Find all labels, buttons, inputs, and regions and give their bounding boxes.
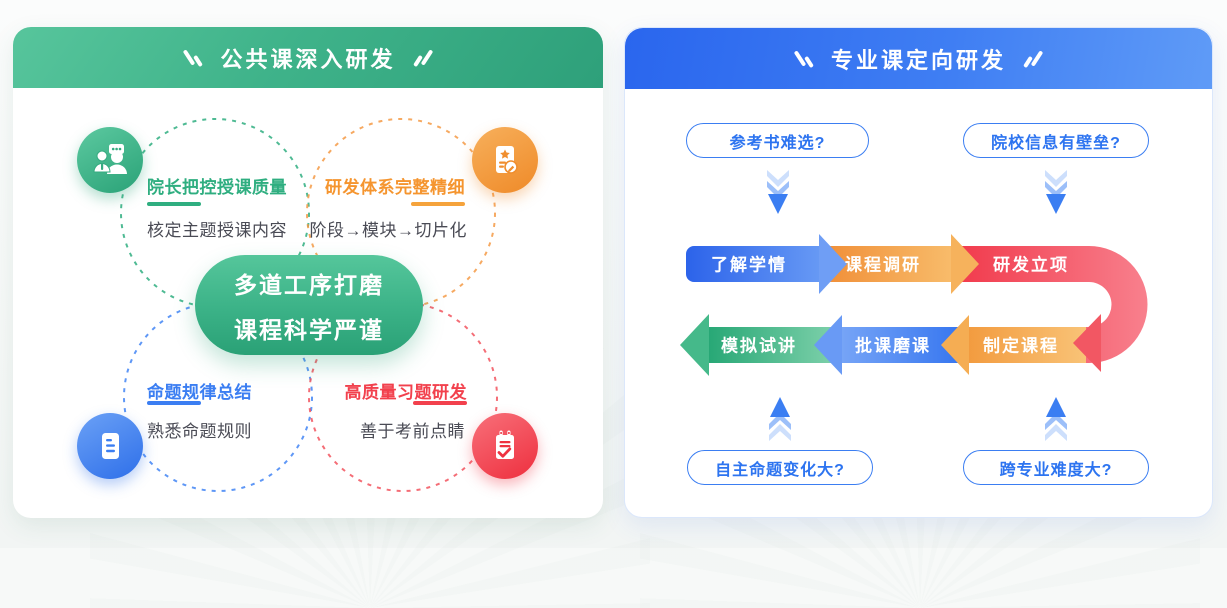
dashed-circle-green [120, 118, 310, 308]
feature-exercise-underline [413, 401, 467, 405]
arrow-down-icon [767, 170, 789, 214]
feature-system-title: 研发体系完整精细 [325, 178, 465, 197]
question-bubble-reference-books: 参考书难选? [686, 123, 869, 158]
flow-arrowhead-orange-right [951, 234, 979, 294]
feature-rules-underline [147, 401, 201, 405]
feature-system-desc: 阶段→模块→切片化 [309, 221, 467, 240]
doc-lines-icon [77, 413, 143, 479]
question-bubble-self-proposition: 自主命题变化大? [687, 450, 873, 485]
feature-rules-title: 命题规律总结 [147, 383, 252, 402]
feature-dean-title: 院长把控授课质量 [147, 178, 287, 197]
feature-dean-desc: 核定主题授课内容 [147, 221, 287, 240]
professional-course-title: 专业课定向研发 [830, 47, 1006, 73]
center-badge: 多道工序打磨 课程科学严谨 [195, 255, 423, 355]
flow-arrowhead-orange-left [941, 315, 969, 375]
feature-exercise-desc: 善于考前点睛 [360, 422, 465, 441]
feature-exercise-title: 高质量习题研发 [344, 383, 467, 402]
question-bubble-school-info: 院校信息有壁垒? [963, 123, 1149, 158]
public-course-title: 公共课深入研发 [220, 46, 396, 72]
flow-band-mock-teaching [709, 327, 834, 363]
flow-step-design-course: 制定课程 [983, 336, 1059, 356]
professional-course-card: 专业课定向研发 参考书难选? 院校信息有壁垒? 自主命题变化大? 跨专业难度大? [624, 27, 1213, 518]
flow-arrowhead-red-left [1073, 314, 1101, 372]
center-badge-line1: 多道工序打磨 [234, 271, 384, 298]
left-quote-marks-icon [793, 49, 814, 68]
arrow-up-icon [769, 397, 791, 441]
flow-step-course-research: 课程调研 [845, 256, 921, 275]
flow-arrowhead-blue-left [814, 315, 842, 375]
public-course-header: 公共课深入研发 [13, 27, 603, 88]
flow-step-project-approval: 研发立项 [993, 255, 1069, 275]
question-bubble-cross-major: 跨专业难度大? [963, 450, 1149, 485]
clipboard-check-icon [472, 413, 538, 479]
flow-step-mock-teaching: 模拟试讲 [721, 336, 797, 356]
doc-star-pen-icon [472, 127, 538, 193]
flow-arrowhead-blue-right [819, 234, 847, 294]
professional-course-header: 专业课定向研发 [625, 28, 1212, 89]
right-quote-marks-icon [1023, 49, 1044, 68]
feature-system-underline [411, 202, 465, 206]
rd-process-flow-diagram: 了解学情 课程调研 研发立项 制定课程 批课磨课 模拟试讲 [680, 234, 1148, 376]
flow-step-review-polish: 批课磨课 [855, 336, 931, 356]
center-badge-line2: 课程科学严谨 [234, 316, 384, 343]
flow-arrowhead-green-left [680, 314, 709, 376]
dashed-circle-orange [306, 118, 496, 308]
people-chat-icon [77, 127, 143, 193]
feature-dean-underline [147, 202, 201, 206]
arrow-up-icon [1045, 397, 1067, 441]
feature-rules-desc: 熟悉命题规则 [147, 422, 252, 441]
flow-band-design-course [961, 327, 1086, 363]
arrow-down-icon [1045, 170, 1067, 214]
public-course-card: 公共课深入研发 多道工序打磨 课程科学严谨 院长把控授课质量 核定主题授课内容 [13, 27, 603, 518]
flow-band-understand-students [686, 246, 827, 282]
flow-step-understand-students: 了解学情 [711, 255, 787, 275]
